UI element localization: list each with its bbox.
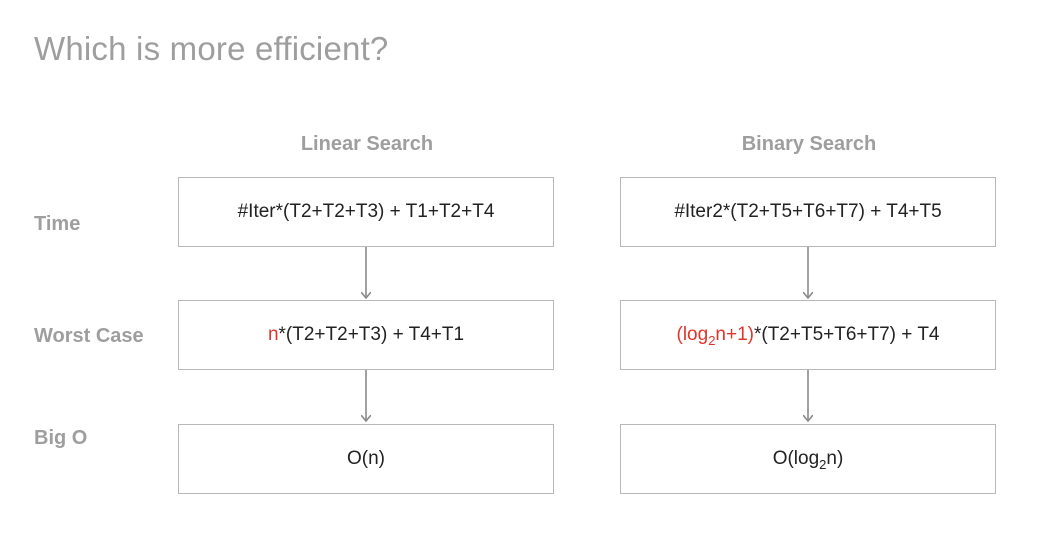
linear-big-o-box: O(n) <box>178 424 554 494</box>
binary-time-box: #Iter2*(T2+T5+T6+T7) + T4+T5 <box>620 177 996 247</box>
linear-big-o-formula: O(n) <box>347 448 385 469</box>
linear-worst-case-box: n*(T2+T2+T3) + T4+T1 <box>178 300 554 370</box>
binary-time-formula: #Iter2*(T2+T5+T6+T7) + T4+T5 <box>674 201 942 222</box>
row-label-worst-case: Worst Case <box>34 325 144 347</box>
binary-big-o-suffix: n) <box>826 448 844 469</box>
binary-worst-log-prefix: (log <box>676 324 709 345</box>
binary-worst-log-base: 2 <box>708 333 716 348</box>
column-header-binary-search: Binary Search <box>741 133 877 155</box>
binary-worst-case-box: (log2n+1)*(T2+T5+T6+T7) + T4 <box>620 300 996 370</box>
linear-worst-highlight: n <box>267 324 279 345</box>
binary-big-o-prefix: O(log <box>772 448 820 469</box>
linear-worst-case-formula: n*(T2+T2+T3) + T4+T1 <box>268 324 464 346</box>
binary-big-o-formula: O(log2n) <box>772 448 844 472</box>
binary-worst-highlight: (log2n+1) <box>676 324 754 348</box>
binary-worst-rest: *(T2+T5+T6+T7) + T4 <box>753 324 940 345</box>
row-label-time: Time <box>34 213 81 235</box>
row-label-big-o: Big O <box>34 427 88 449</box>
linear-worst-rest: *(T2+T2+T3) + T4+T1 <box>278 324 465 345</box>
column-header-linear-search: Linear Search <box>300 133 434 155</box>
linear-time-box: #Iter*(T2+T2+T3) + T1+T2+T4 <box>178 177 554 247</box>
slide-title: Which is more efficient? <box>34 30 389 67</box>
binary-big-o-box: O(log2n) <box>620 424 996 494</box>
binary-worst-case-formula: (log2n+1)*(T2+T5+T6+T7) + T4 <box>676 324 940 348</box>
binary-worst-log-suffix: n+1) <box>715 324 754 345</box>
binary-big-o-log-base: 2 <box>819 457 827 472</box>
linear-time-formula: #Iter*(T2+T2+T3) + T1+T2+T4 <box>237 201 495 222</box>
